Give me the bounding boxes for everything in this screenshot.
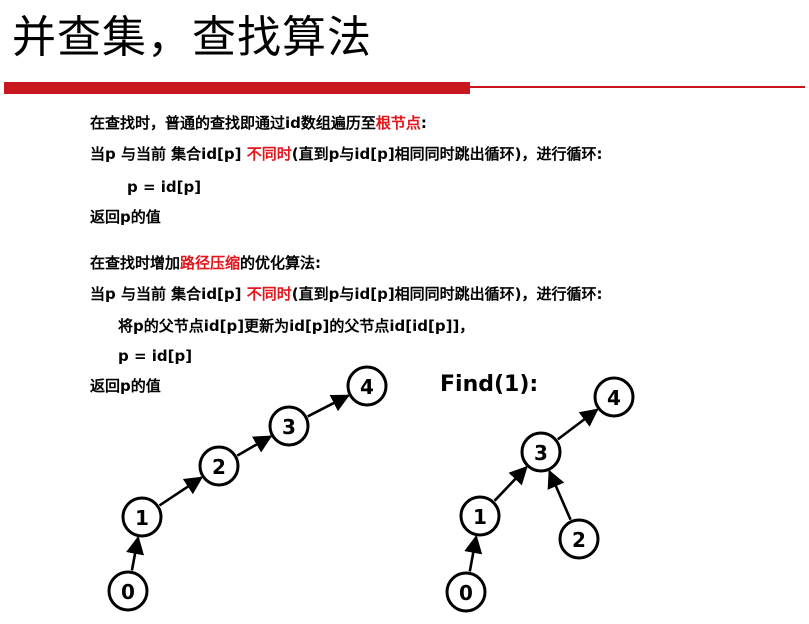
left-node-4: 4	[346, 365, 388, 407]
s2-line1-prefix: 在查找时增加	[90, 254, 181, 272]
s2-line5: 返回p的值	[90, 377, 161, 395]
right-node-label-3: 3	[534, 441, 548, 465]
left-node-0: 0	[107, 570, 149, 612]
left-edge-0-to-1	[126, 535, 144, 571]
s1-line1-prefix: 在查找时，普通的查找即通过id数组遍历至	[90, 114, 376, 132]
left-node-label-2: 2	[212, 455, 226, 479]
left-node-label-4: 4	[360, 375, 374, 399]
right-node-label-1: 1	[473, 505, 487, 529]
s1-line1-suffix: :	[420, 114, 427, 132]
s1-line1: 在查找时，普通的查找即通过id数组遍历至根节点:	[90, 112, 427, 134]
right-node-circle-3	[520, 431, 562, 473]
tree-left: 0 1 2 3 4	[107, 365, 388, 612]
s1-line2: 当p 与当前 集合id[p] 不同时(直到p与id[p]相同同时跳出循环)，进行…	[90, 143, 603, 165]
s2-line1: 在查找时增加路径压缩的优化算法:	[90, 252, 321, 274]
left-edge-3-to-4	[307, 394, 350, 418]
title-underline-bar	[4, 82, 470, 94]
s2-line2-highlight: 不同时	[246, 285, 292, 303]
right-node-label-0: 0	[459, 581, 473, 605]
s1-line2-prefix: 当p 与当前 集合id[p]	[90, 145, 247, 163]
s1-line2-highlight: 不同时	[246, 145, 292, 163]
right-node-4: 4	[593, 376, 635, 418]
left-node-label-0: 0	[121, 580, 135, 604]
left-node-label-3: 3	[282, 415, 296, 439]
right-node-label-4: 4	[607, 386, 621, 410]
title-underline-line	[470, 86, 805, 88]
right-node-circle-2	[558, 518, 600, 560]
s2-line1-highlight: 路径压缩	[180, 254, 241, 272]
left-node-3: 3	[268, 405, 310, 447]
left-edge-1-to-2	[158, 476, 204, 507]
left-edge-2-to-3	[236, 435, 273, 457]
left-node-circle-0	[107, 570, 149, 612]
page-title: 并查集，查找算法	[12, 12, 372, 63]
s1-line2-suffix: (直到p与id[p]相同同时跳出循环)，进行循环:	[291, 145, 603, 163]
left-node-circle-4	[346, 365, 388, 407]
s2-line2-prefix: 当p 与当前 集合id[p]	[90, 285, 247, 303]
right-edge-3-to-4	[556, 408, 599, 441]
s1-line1-highlight: 根节点	[375, 114, 421, 132]
left-node-circle-2	[198, 445, 240, 487]
right-edge-0-to-1	[464, 534, 483, 572]
s1-line3: p = id[p]	[127, 178, 202, 196]
right-node-label-2: 2	[572, 528, 586, 552]
right-node-1: 1	[459, 495, 501, 537]
right-edge-1-to-3	[493, 465, 528, 502]
right-node-3: 3	[520, 431, 562, 473]
s2-line2-suffix: (直到p与id[p]相同同时跳出循环)，进行循环:	[291, 285, 603, 303]
left-node-circle-3	[268, 405, 310, 447]
right-node-circle-0	[445, 571, 487, 613]
right-node-circle-4	[593, 376, 635, 418]
s2-line2: 当p 与当前 集合id[p] 不同时(直到p与id[p]相同同时跳出循环)，进行…	[90, 283, 603, 305]
left-node-label-1: 1	[135, 506, 149, 530]
tree-right: 0 1 2 3 4	[445, 376, 635, 613]
right-node-circle-1	[459, 495, 501, 537]
left-node-1: 1	[121, 496, 163, 538]
right-node-0: 0	[445, 571, 487, 613]
right-node-2: 2	[558, 518, 600, 560]
s2-line1-suffix: 的优化算法:	[240, 254, 322, 272]
left-node-circle-1	[121, 496, 163, 538]
s1-line4: 返回p的值	[90, 208, 161, 226]
find-label: Find(1):	[440, 372, 539, 397]
s2-line3: 将p的父节点id[p]更新为id[p]的父节点id[id[p]]，	[118, 317, 475, 335]
right-edge-2-to-3	[547, 469, 572, 521]
s2-line4: p = id[p]	[118, 347, 193, 365]
left-node-2: 2	[198, 445, 240, 487]
